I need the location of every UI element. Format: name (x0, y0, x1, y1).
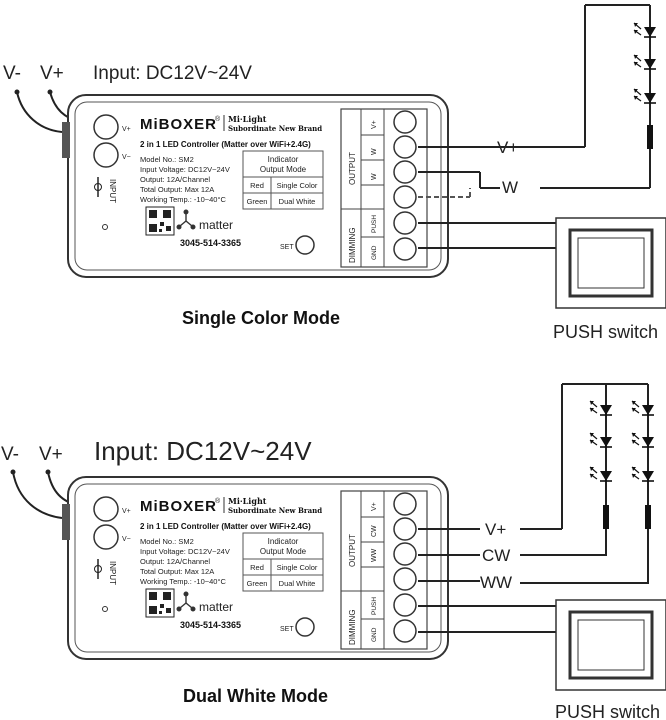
terminal-label: WW (371, 548, 378, 562)
output-vplus-label: V+ (497, 138, 518, 157)
indicator-title: Indicator (268, 537, 299, 546)
led-strip-ww (631, 400, 655, 482)
indicator-color: Red (250, 181, 264, 190)
brand-logo: MiBOXER (140, 498, 217, 515)
spec-line: Total Output: Max 12A (140, 567, 214, 576)
output-ww-label: WW (480, 573, 512, 592)
input-pos-label: V+ (39, 444, 63, 465)
pairing-code: 3045-514-3365 (180, 238, 241, 248)
indicator-mode: Dual White (279, 579, 316, 588)
input-neg-label: V- (3, 63, 21, 84)
mode-caption: Dual White Mode (183, 686, 328, 706)
input-voltage-label: Input: DC12V~24V (94, 436, 312, 466)
dimming-side-label: DIMMING (348, 609, 357, 645)
spec-line: Output: 12A/Channel (140, 557, 210, 566)
set-label: SET (280, 244, 294, 251)
input-wire-neg (16, 91, 63, 133)
dimming-side-label: DIMMING (348, 227, 357, 263)
led-strip-cw (589, 400, 613, 482)
section-single-color: V- V+ Input: DC12V~24V V+ W (3, 4, 666, 342)
mode-caption: Single Color Mode (182, 308, 340, 328)
terminal-label: V+ (371, 120, 378, 129)
matter-logo-text: matter (199, 218, 233, 232)
pairing-code: 3045-514-3365 (180, 620, 241, 630)
input-vplus-mark: V+ (122, 508, 131, 515)
set-label: SET (280, 626, 294, 633)
spec-line: Model No.: SM2 (140, 155, 194, 164)
output-side-label: OUTPUT (348, 534, 357, 567)
input-vplus-mark: V+ (122, 126, 131, 133)
indicator-mode: Single Color (277, 181, 318, 190)
push-switch[interactable] (554, 216, 666, 310)
output-side-label: OUTPUT (348, 152, 357, 185)
terminal-label: V+ (371, 502, 378, 511)
output-w-label: W (502, 178, 518, 197)
terminal-label: PUSH (371, 215, 378, 233)
sub-brand-note: Subordinate New Brand (228, 124, 322, 133)
push-switch-label: PUSH switch (553, 322, 658, 342)
spec-line: Input Voltage: DC12V~24V (140, 165, 230, 174)
terminal-label: GND (371, 245, 378, 260)
indicator-color: Green (247, 197, 268, 206)
device-labels-1: MiBOXER ® Mi·Light Subordinate New Brand… (108, 114, 378, 263)
sub-brand: Mi·Light (228, 496, 267, 506)
input-neg-label: V- (1, 444, 19, 465)
reg-mark: ® (215, 115, 221, 123)
indicator-subtitle: Output Mode (260, 165, 307, 174)
terminal-label: GND (371, 627, 378, 642)
input-wire-neg (12, 471, 63, 519)
push-switch[interactable] (554, 598, 666, 692)
indicator-color: Red (250, 563, 264, 572)
led-strip (633, 22, 657, 104)
terminal-label: W (371, 148, 378, 155)
input-voltage-label: Input: DC12V~24V (93, 63, 252, 84)
input-vminus-mark: V− (122, 154, 131, 161)
terminal-label: W (371, 173, 378, 180)
terminal-label: CW (371, 525, 378, 537)
spec-line: Input Voltage: DC12V~24V (140, 547, 230, 556)
input-side-label: INPUT (108, 179, 117, 203)
model-title: 2 in 1 LED Controller (Matter over WiFi+… (140, 522, 311, 531)
indicator-mode: Single Color (277, 563, 318, 572)
push-switch-label: PUSH switch (555, 702, 660, 720)
output-vplus-label: V+ (485, 520, 506, 539)
sub-brand-note: Subordinate New Brand (228, 506, 322, 515)
spec-line: Total Output: Max 12A (140, 185, 214, 194)
input-side-label: INPUT (108, 561, 117, 585)
section-dual-white: V- V+ Input: DC12V~24V V+ CW WW (1, 383, 666, 720)
output-cw-label: CW (482, 546, 510, 565)
input-pos-label: V+ (40, 63, 64, 84)
spec-line: Model No.: SM2 (140, 537, 194, 546)
sub-brand: Mi·Light (228, 114, 267, 124)
terminal-label: PUSH (371, 597, 378, 615)
device-labels-2: MiBOXER ® Mi·Light Subordinate New Brand… (108, 496, 378, 645)
indicator-color: Green (247, 579, 268, 588)
indicator-subtitle: Output Mode (260, 547, 307, 556)
indicator-mode: Dual White (279, 197, 316, 206)
matter-logo-text: matter (199, 600, 233, 614)
spec-line: Working Temp.: -10~40°C (140, 195, 226, 204)
indicator-title: Indicator (268, 155, 299, 164)
brand-logo: MiBOXER (140, 116, 217, 133)
reg-mark: ® (215, 497, 221, 505)
model-title: 2 in 1 LED Controller (Matter over WiFi+… (140, 140, 311, 149)
input-vminus-mark: V− (122, 536, 131, 543)
spec-line: Working Temp.: -10~40°C (140, 577, 226, 586)
spec-line: Output: 12A/Channel (140, 175, 210, 184)
